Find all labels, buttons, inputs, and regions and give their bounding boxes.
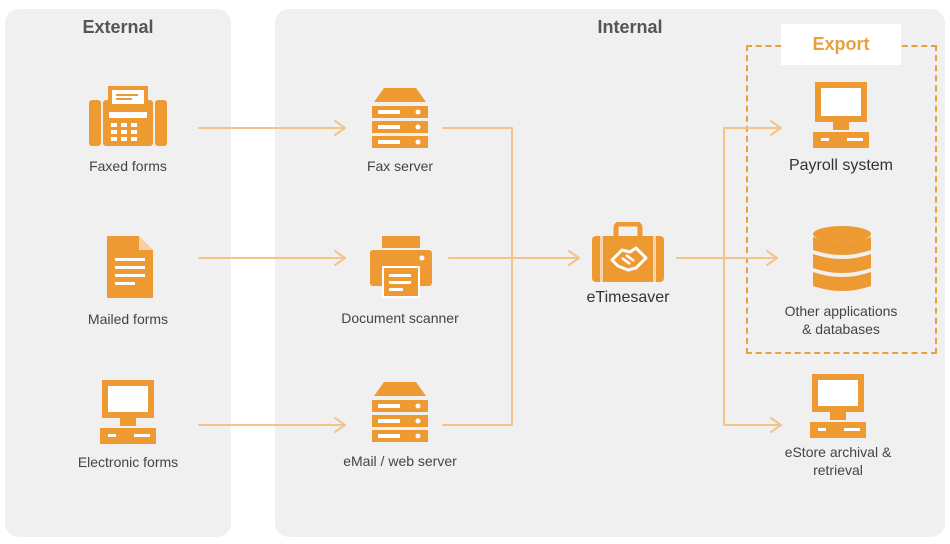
arrow-fax-to-server (198, 120, 346, 136)
faxed-forms-label: Faxed forms (89, 158, 167, 174)
database-icon (813, 226, 871, 291)
external-title: External (82, 17, 154, 37)
mailed-forms-label: Mailed forms (87, 311, 169, 327)
briefcase-handshake-icon (592, 222, 664, 282)
document-icon (107, 236, 153, 298)
document-scanner-icon (370, 236, 432, 298)
estore-label-line1: eStore archival & (784, 444, 892, 460)
line-fax-collector (442, 127, 513, 426)
payroll-computer-icon (813, 82, 869, 148)
fax-server-icon (372, 88, 428, 148)
arrow-mail-to-scanner (198, 250, 346, 266)
estore-label-line2: retrieval (813, 462, 863, 478)
email-server-icon (372, 382, 428, 442)
arrow-to-estore (723, 417, 782, 433)
payroll-system-label: Payroll system (788, 157, 894, 174)
document-scanner-label: Document scanner (341, 310, 459, 326)
fax-machine-icon (89, 86, 167, 146)
line-etimesaver-out (676, 250, 778, 266)
fax-server-label: Fax server (366, 158, 434, 174)
internal-title: Internal (597, 17, 663, 37)
other-apps-label-line2: & databases (802, 321, 880, 337)
email-server-label: eMail / web server (343, 453, 457, 469)
etimesaver-label: eTimesaver (586, 289, 670, 306)
arrow-to-payroll (723, 120, 782, 136)
electronic-forms-label: Electronic forms (77, 454, 179, 470)
arrow-scanner-to-etimesaver (448, 250, 580, 266)
computer-icon (100, 380, 156, 444)
arrow-electronic-to-email (198, 417, 346, 433)
estore-computer-icon (810, 374, 866, 438)
other-apps-label-line1: Other applications (784, 303, 898, 319)
export-title: Export (781, 24, 901, 65)
